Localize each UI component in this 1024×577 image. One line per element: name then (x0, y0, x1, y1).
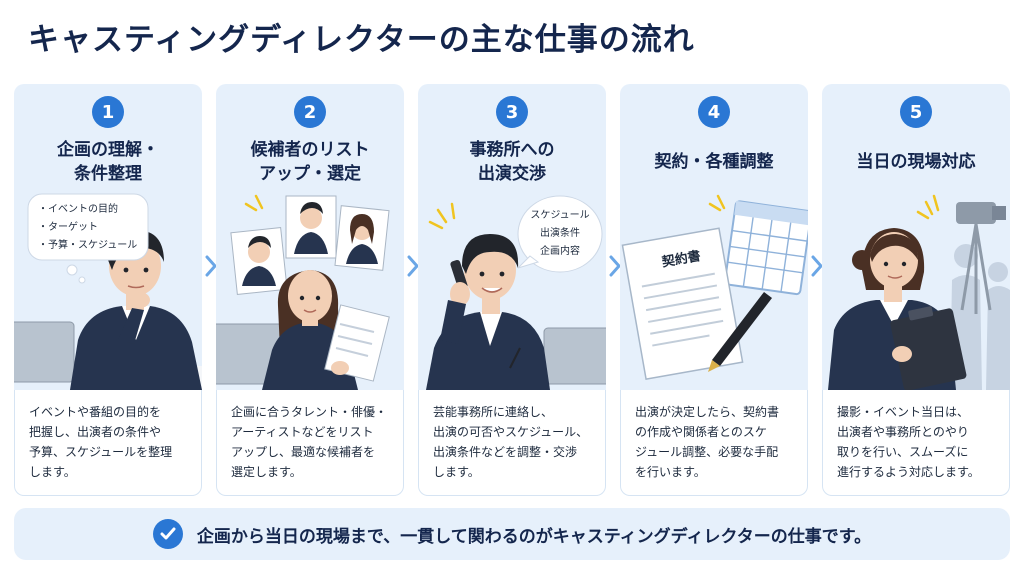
step-description-line: 把握し、出演者の条件や (29, 425, 162, 439)
step-number-badge: 5 (900, 96, 932, 128)
step-card-1: 1 企画の理解・ 条件整理 ・イベントの目的 ・ターゲッ (14, 84, 202, 496)
step-description: 撮影・イベント当日は、 出演者や事務所とのやり 取りを行い、スムーズに 進行する… (822, 390, 1010, 496)
step-heading-line: 企画の理解・ (57, 140, 159, 160)
page-title: キャスティングディレクターの主な仕事の流れ (28, 22, 695, 58)
illustration-negotiation: スケジュール 出演条件 企画内容 (426, 195, 606, 390)
step-heading: 候補者のリスト アップ・選定 (216, 134, 404, 190)
step-description: 芸能事務所に連絡し、 出演の可否やスケジュール、 出演条件などを調整・交渉 しま… (418, 390, 606, 496)
step-description-line: の作成や関係者とのスケ (635, 425, 767, 439)
phone-icon (450, 259, 468, 291)
step-description-line: 出演の可否やスケジュール、 (433, 425, 589, 439)
step-description-line: ジュール調整、必要な手配 (635, 445, 779, 459)
contract-document-icon (621, 227, 744, 381)
step-number-badge: 2 (294, 96, 326, 128)
step-description-line: 芸能事務所に連絡し、 (433, 405, 554, 419)
step-card-2: 2 候補者のリスト アップ・選定 (216, 84, 404, 496)
step-description-line: 選定します。 (231, 465, 302, 479)
step-heading-line: 候補者のリスト (250, 140, 370, 160)
laptop-icon (543, 327, 606, 385)
illustration-on-site (828, 194, 1010, 390)
step-description-line: 予算、スケジュールを整理 (29, 445, 173, 459)
profile-photo-icon (230, 227, 288, 295)
chevron-right-icon (608, 254, 622, 278)
illustration-selection (216, 194, 390, 390)
step-heading: 契約・各種調整 (620, 134, 808, 190)
bubble-text: ・ターゲット (38, 221, 98, 233)
document-title: 契約書 (660, 248, 702, 271)
step-description-line: 企画に合うタレント・俳優・ (231, 405, 388, 419)
step-heading: 企画の理解・ 条件整理 (14, 134, 202, 190)
step-description: 出演が決定したら、契約書 の作成や関係者とのスケ ジュール調整、必要な手配 を行… (620, 390, 808, 496)
step-description-line: 出演条件などを調整・交渉 (433, 445, 578, 459)
step-heading-line: 事務所への (469, 140, 555, 160)
step-description-line: します。 (29, 465, 76, 479)
step-description-line: 撮影・イベント当日は、 (837, 405, 970, 419)
bubble-text: ・イベントの目的 (38, 202, 118, 215)
summary-text: 企画から当日の現場まで、一貫して関わるのがキャスティングディレクターの仕事です。 (196, 526, 872, 547)
video-camera-icon (956, 202, 1006, 314)
step-description: 企画に合うタレント・俳優・ アーティストなどをリスト アップし、最適な候補者を … (216, 390, 404, 496)
bubble-text: スケジュール (530, 209, 589, 221)
step-card-4: 4 契約・各種調整 (620, 84, 808, 496)
step-card-5: 5 当日の現場対応 (822, 84, 1010, 496)
check-circle-icon (152, 519, 183, 549)
bubble-text: 企画内容 (540, 244, 580, 257)
chevron-right-icon (406, 254, 420, 278)
calendar-icon (724, 200, 808, 296)
summary-banner: 企画から当日の現場まで、一貫して関わるのがキャスティングディレクターの仕事です。 (14, 508, 1010, 560)
step-description-line: 出演者や事務所とのやり (837, 425, 969, 439)
step-heading-line: 出演交渉 (478, 164, 546, 184)
bubble-text: ・予算・スケジュール (38, 238, 137, 251)
workflow-steps: 1 企画の理解・ 条件整理 ・イベントの目的 ・ターゲッ (14, 84, 1010, 496)
thought-bubble (27, 193, 149, 261)
speech-bubble (517, 195, 603, 273)
step-description-line: アップし、最適な候補者を (231, 445, 376, 459)
clipboard-icon (890, 306, 967, 390)
step-number-badge: 4 (698, 96, 730, 128)
step-card-3: 3 事務所への 出演交渉 スケジュール 出演条件 企画内容 (418, 84, 606, 496)
illustration-contract: 契約書 (621, 194, 808, 381)
step-heading-line: 当日の現場対応 (856, 152, 976, 172)
illustration-planning: ・イベントの目的 ・ターゲット ・予算・スケジュール (14, 193, 202, 390)
step-description-line: アーティストなどをリスト (231, 425, 374, 439)
step-description-line: します。 (433, 465, 480, 479)
step-heading-line: 契約・各種調整 (654, 152, 774, 172)
step-description-line: 進行するよう対応します。 (837, 465, 980, 479)
step-heading: 当日の現場対応 (822, 134, 1010, 190)
step-description: イベントや番組の目的を 把握し、出演者の条件や 予算、スケジュールを整理 します… (14, 390, 202, 496)
bubble-text: 出演条件 (540, 226, 580, 239)
step-number-badge: 3 (496, 96, 528, 128)
step-heading-line: アップ・選定 (259, 164, 361, 184)
laptop-icon (14, 321, 75, 383)
person-figure (70, 306, 202, 390)
step-description-line: 出演が決定したら、契約書 (635, 405, 780, 419)
chevron-right-icon (204, 254, 218, 278)
step-description-line: 取りを行い、スムーズに (837, 445, 969, 459)
profile-photo-icon (334, 205, 390, 271)
step-heading-line: 条件整理 (74, 164, 142, 184)
step-heading: 事務所への 出演交渉 (418, 134, 606, 190)
step-number-badge: 1 (92, 96, 124, 128)
step-description-line: イベントや番組の目的を (29, 405, 162, 419)
pen-icon (708, 292, 772, 372)
profile-photo-icon (285, 195, 337, 259)
step-description-line: を行います。 (635, 465, 706, 479)
chevron-right-icon (810, 254, 824, 278)
